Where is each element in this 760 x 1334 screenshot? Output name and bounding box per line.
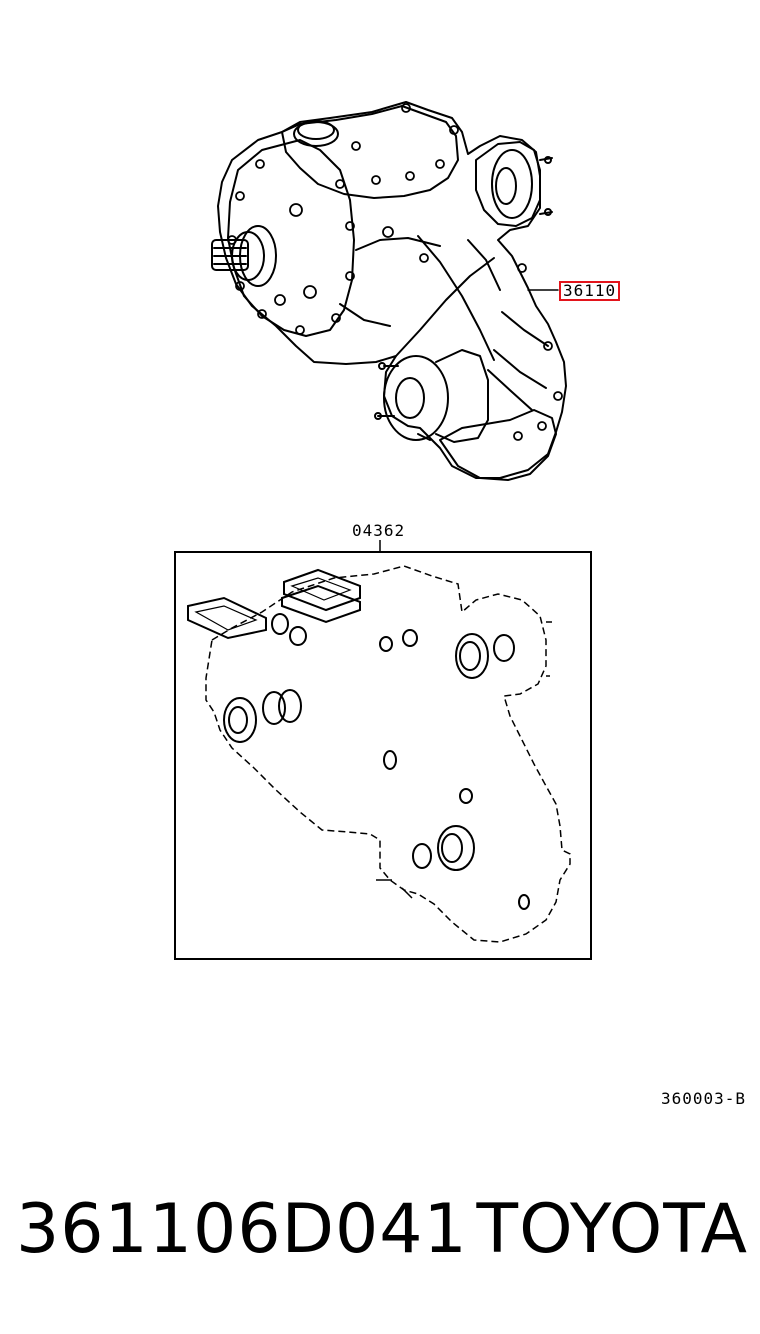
kit-callout-label[interactable]: 04362	[352, 521, 406, 540]
gasket-kit-illustration	[174, 540, 592, 960]
diagram-reference-code: 360003-B	[660, 1089, 746, 1108]
transfer-case-illustration	[211, 101, 567, 481]
part-callout-label[interactable]: 36110	[559, 281, 621, 301]
part-number: 361106D041	[16, 1190, 468, 1269]
brand-name: TOYOTA	[476, 1190, 748, 1269]
footer: 361106D041 TOYOTA	[16, 1190, 748, 1270]
